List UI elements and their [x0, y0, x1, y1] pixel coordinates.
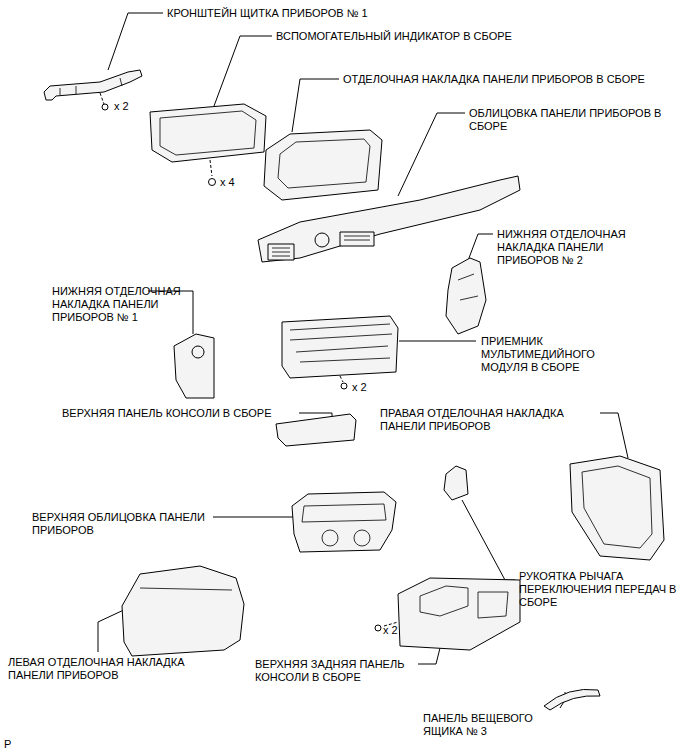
quantity: x 2 [352, 381, 392, 394]
glove-box-panel [544, 689, 600, 710]
lower-finish-2 [446, 258, 486, 334]
lower-finish-1 [174, 334, 214, 398]
part-name: ЛЕВАЯ ОТДЕЛОЧНАЯ НАКЛАДКА ПАНЕЛИ ПРИБОРО… [8, 656, 223, 682]
multimedia-module [282, 316, 398, 389]
finish-panel [264, 130, 382, 200]
part-name: ВЕРХНЯЯ ПАНЕЛЬ КОНСОЛИ В СБОРЕ [62, 407, 322, 420]
part-name: ВЕРХНЯЯ ОБЛИЦОВКА ПАНЕЛИ ПРИБОРОВ [32, 511, 232, 537]
part-name: РУКОЯТКА РЫЧАГА ПЕРЕКЛЮЧЕНИЯ ПЕРЕДАЧ В С… [519, 570, 679, 609]
part-name: ПРАВАЯ ОТДЕЛОЧНАЯ НАКЛАДКА ПАНЕЛИ ПРИБОР… [380, 407, 610, 433]
panel-cover [258, 176, 520, 262]
part-name: ПРИЕМНИК МУЛЬТИМЕДИЙНОГО МОДУЛЯ В СБОРЕ [481, 335, 621, 374]
upper-cover [292, 492, 396, 552]
part-name: ПАНЕЛЬ ВЕЩЕВОГО ЯЩИКА № 3 [423, 712, 558, 738]
left-finish-panel [122, 566, 244, 656]
part-name: ОТДЕЛОЧНАЯ НАКЛАДКА ПАНЕЛИ ПРИБОРОВ В СБ… [343, 73, 673, 86]
right-finish-panel [570, 456, 664, 560]
part-name: НИЖНЯЯ ОТДЕЛОЧНАЯ НАКЛАДКА ПАНЕЛИ ПРИБОР… [52, 285, 202, 324]
quantity: x 2 [114, 100, 154, 113]
part-name: ОБЛИЦОВКА ПАНЕЛИ ПРИБОРОВ В СБОРЕ [469, 107, 681, 133]
quantity: x 4 [220, 176, 260, 189]
part-name: НИЖНЯЯ ОТДЕЛОЧНАЯ НАКЛАДКА ПАНЕЛИ ПРИБОР… [497, 228, 647, 267]
aux-indicator [150, 104, 266, 186]
upper-rear-console [375, 578, 520, 650]
upper-console-panel [276, 414, 356, 446]
part-name: КРОНШТЕЙН ЩИТКА ПРИБОРОВ № 1 [167, 7, 407, 20]
quantity: x 2 [383, 624, 423, 637]
figure-code: P [4, 738, 24, 751]
part-name: ВСПОМОГАТЕЛЬНЫЙ ИНДИКАТОР В СБОРЕ [276, 30, 546, 43]
shift-knob [444, 466, 468, 500]
part-name: ВЕРХНЯЯ ЗАДНЯЯ ПАНЕЛЬ КОНСОЛИ В СБОРЕ [255, 658, 435, 684]
